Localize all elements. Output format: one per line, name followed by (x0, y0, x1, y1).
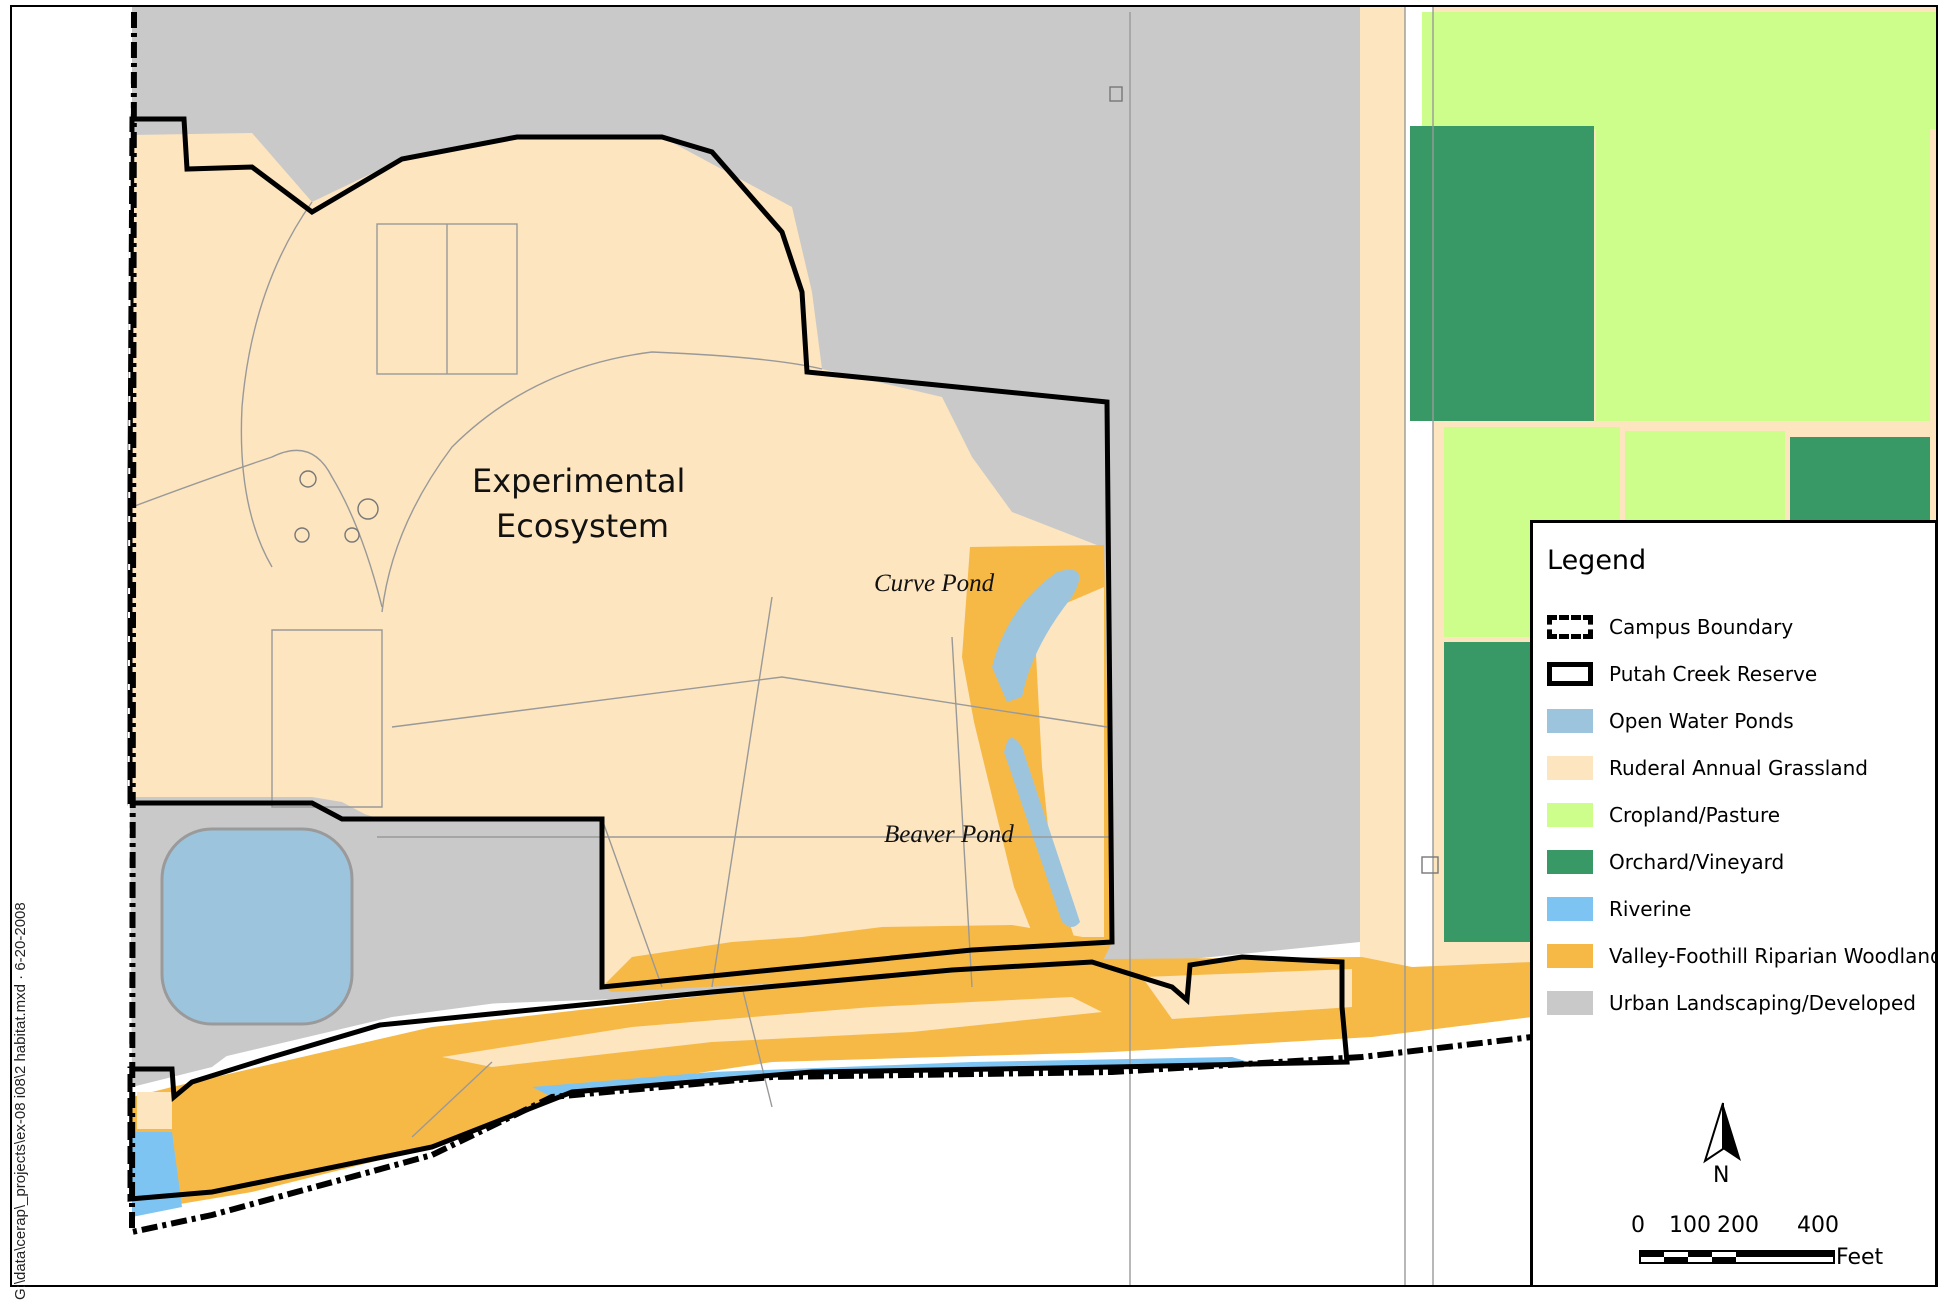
legend-item-ruderal-annual-grassland[interactable]: Ruderal Annual Grassland (1547, 752, 1936, 782)
grassland-reserve (130, 133, 1112, 985)
riparian-corridor (132, 957, 1532, 1207)
reserve-swatch (1547, 662, 1593, 686)
legend-item-open-water-ponds[interactable]: Open Water Ponds (1547, 705, 1936, 735)
campus-boundary (128, 11, 1533, 1236)
cropland-field-4 (1625, 431, 1785, 521)
legend-item-urban-landscaping[interactable]: Urban Landscaping/Developed (1547, 987, 1936, 1017)
orchard-field-3 (1444, 642, 1534, 942)
cropland-field-1 (1422, 12, 1936, 129)
orchard-field-1 (1410, 126, 1594, 421)
cropland-swatch (1547, 803, 1593, 827)
putah-creek-reserve-boundary (127, 116, 1115, 990)
legend-item-riparian-woodland[interactable]: Valley-Foothill Riparian Woodland (1547, 940, 1938, 970)
label-experimental: Experimental (472, 462, 686, 500)
legend-item-campus-boundary[interactable]: Campus Boundary (1547, 611, 1936, 641)
riverine-swatch (1547, 897, 1593, 921)
orchard-field-2 (1790, 437, 1930, 527)
scale-tick-100: 100 (1669, 1213, 1711, 1238)
north-label: N (1713, 1163, 1730, 1188)
map-frame: Experimental Ecosystem Curve Pond Beaver… (10, 5, 1938, 1287)
legend-title: Legend (1547, 545, 1647, 576)
grassland-swatch (1547, 756, 1593, 780)
cropland-field-2 (1596, 126, 1930, 421)
legend-label: Putah Creek Reserve (1609, 662, 1818, 686)
file-path-text: G:\data\cerap\_projects\ex-08 i08\2 habi… (12, 902, 29, 1300)
beaver-pond-water (1004, 738, 1080, 927)
north-arrow-icon (1703, 1102, 1741, 1164)
legend-label: Ruderal Annual Grassland (1609, 756, 1868, 780)
label-ecosystem: Ecosystem (496, 507, 670, 545)
campus-boundary-swatch (1547, 615, 1593, 639)
scale-tick-200: 200 (1717, 1213, 1759, 1238)
legend-item-riverine[interactable]: Riverine (1547, 893, 1936, 923)
orchard-swatch (1547, 850, 1593, 874)
scale-bar (1639, 1250, 1835, 1264)
legend-label: Urban Landscaping/Developed (1609, 991, 1916, 1015)
riparian-swatch (1547, 944, 1593, 968)
curve-pond-water (992, 569, 1080, 702)
legend-item-orchard-vineyard[interactable]: Orchard/Vineyard (1547, 846, 1936, 876)
label-beaver-pond: Beaver Pond (884, 821, 1014, 848)
reservoir-water (160, 827, 354, 1026)
legend-label: Valley-Foothill Riparian Woodland (1609, 944, 1938, 968)
legend-label: Campus Boundary (1609, 615, 1794, 639)
legend-label: Cropland/Pasture (1609, 803, 1781, 827)
legend-label: Riverine (1609, 897, 1692, 921)
legend-label: Orchard/Vineyard (1609, 850, 1785, 874)
scale-tick-0: 0 (1631, 1213, 1645, 1238)
open-water-swatch (1547, 709, 1593, 733)
legend-item-cropland-pasture[interactable]: Cropland/Pasture (1547, 799, 1936, 829)
map-legend: Legend Campus Boundary Putah Creek Reser… (1530, 520, 1938, 1285)
legend-item-putah-creek-reserve[interactable]: Putah Creek Reserve (1547, 658, 1936, 688)
scale-tick-400: 400 (1797, 1213, 1839, 1238)
scale-unit: Feet (1836, 1245, 1884, 1270)
riverine-strip (532, 1057, 1252, 1097)
label-curve-pond: Curve Pond (874, 570, 995, 597)
legend-label: Open Water Ponds (1609, 709, 1794, 733)
urban-swatch (1547, 991, 1593, 1015)
